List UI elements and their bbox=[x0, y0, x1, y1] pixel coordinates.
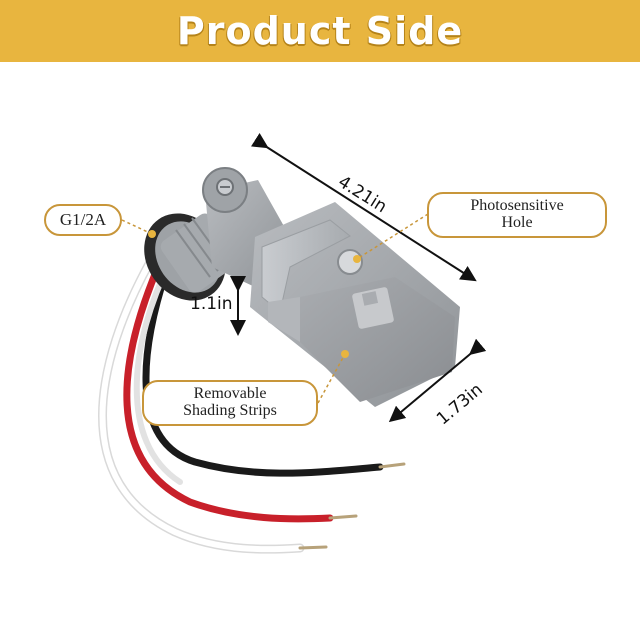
thread-callout: G1/2A bbox=[44, 204, 122, 236]
height-dimension-label: 1.1in bbox=[190, 294, 233, 314]
white-wire-2 bbox=[133, 259, 183, 485]
length-dimension-line bbox=[250, 132, 477, 282]
white-wire-tip bbox=[298, 545, 328, 550]
shading-label-line2: Shading Strips bbox=[183, 402, 277, 419]
photosensitive-callout: Photosensitive Hole bbox=[427, 192, 607, 238]
label-sticker bbox=[352, 287, 394, 329]
photosensitive-label-line2: Hole bbox=[501, 214, 533, 231]
shading-label-line1: Removable bbox=[193, 385, 267, 403]
red-wire bbox=[123, 263, 334, 523]
callout-leaders bbox=[121, 213, 429, 404]
threaded-fitting bbox=[144, 213, 240, 301]
shading-strips-callout: Removable Shading Strips bbox=[142, 380, 318, 426]
sensor-housing bbox=[250, 202, 460, 407]
product-illustration bbox=[98, 132, 487, 554]
wire-group bbox=[98, 257, 384, 554]
width-dimension-line bbox=[388, 338, 487, 423]
red-wire-tip bbox=[328, 514, 358, 520]
wire-tips bbox=[298, 462, 406, 550]
page-title: Product Side bbox=[176, 9, 464, 53]
callout-dots bbox=[148, 230, 361, 358]
white-wire-core bbox=[99, 259, 303, 553]
black-wire bbox=[142, 268, 384, 477]
thread-label: G1/2A bbox=[59, 210, 107, 230]
dimension-lines bbox=[230, 132, 487, 423]
title-banner: Product Side bbox=[0, 0, 640, 62]
shading-strip-2 bbox=[268, 297, 300, 342]
photosensitive-label-line1: Photosensitive bbox=[470, 197, 564, 215]
product-scene: G1/2A Photosensitive Hole Removable Shad… bbox=[0, 62, 640, 640]
black-wire-tip bbox=[378, 462, 406, 469]
